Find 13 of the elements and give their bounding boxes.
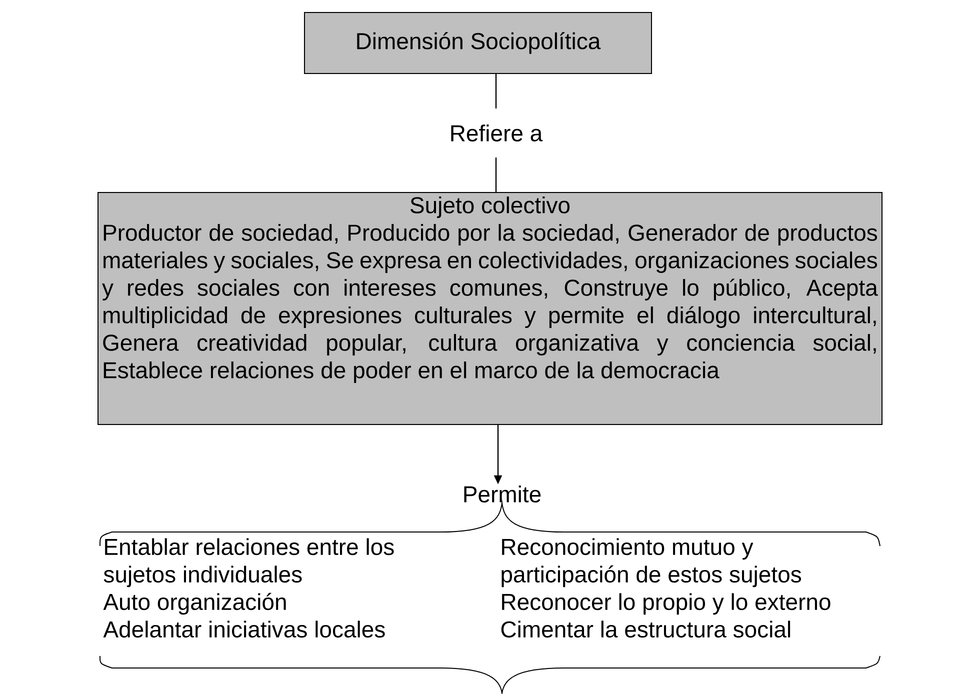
concept-box: Dimensión Sociopolítica: [304, 12, 652, 74]
concept-box: [98, 192, 882, 425]
list-item: Entablar relaciones entre los sujetos individuales: [104, 538, 394, 588]
list-item: Adelantar iniciativas locales: [103, 620, 385, 638]
braced-list: [100, 502, 880, 694]
connector-text: Permite: [464, 486, 541, 502]
list-item: Auto organización: [103, 592, 286, 615]
list-item: Cimentar la estructura social: [501, 620, 790, 638]
heading: Sujeto colectivo: [410, 196, 570, 218]
description: Productor de sociedad, Producido por la sociedad, Generador de productos materiales y sociales, Se expresa en colectividades, organizaciones sociales y redes sociales con intereses comunes, Construye lo público, Acepta multiplicidad de expresiones culturales y permite el diálogo intercultural, Genera creatividad popular, cultura organizativa y conciencia social, Establece relaciones de poder en el marco de la democracia: [102, 224, 878, 383]
list-item: Reconocimiento mutuo y participación de estos sujetos: [502, 538, 802, 588]
edge-label: Refiere a: [446, 108, 546, 158]
list-item: Reconocer lo propio y lo externo: [502, 593, 830, 615]
